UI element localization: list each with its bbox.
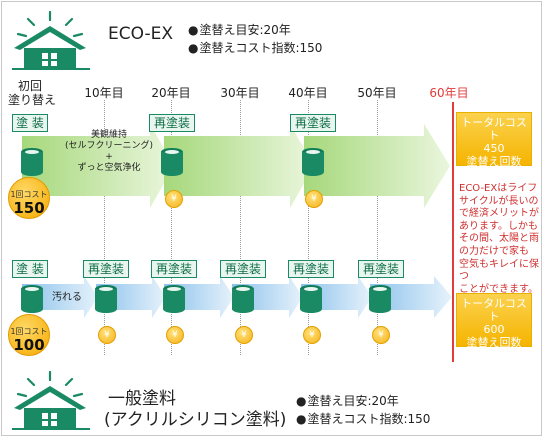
year-30: 30年目 — [220, 86, 260, 100]
top-bullet-2: 塗替えコスト指数:150 — [188, 39, 322, 56]
top-bullet-1: 塗替え目安:20年 — [188, 21, 290, 38]
general-tag-50: 再塗装 — [358, 260, 404, 278]
dirty-label: 汚れる — [52, 292, 82, 303]
grid-line — [240, 100, 241, 355]
yen-coin-icon: ¥ — [303, 326, 321, 344]
paint-can-icon — [95, 285, 117, 313]
general-tag-40: 再塗装 — [288, 260, 334, 278]
yen-coin-icon: ¥ — [372, 326, 390, 344]
eco-tag-20: 再塗装 — [149, 114, 195, 132]
grid-line — [104, 100, 105, 355]
first-paint-label: 初回塗り替え — [8, 79, 57, 107]
eco-tag-40: 再塗装 — [290, 114, 336, 132]
paint-can-icon — [369, 285, 391, 313]
top-product-name: ECO-EX — [108, 24, 173, 44]
sixty-year-line — [452, 102, 454, 362]
bottom-product-name: 一般塗料 — [108, 389, 176, 409]
eco-first-tag: 塗 装 — [12, 114, 48, 132]
grid-line — [308, 100, 309, 355]
year-10: 10年目 — [84, 86, 124, 100]
eco-note: ECO-EXはライフサイクルが長いの で経済メリットがあります。しかも その間、… — [459, 183, 539, 295]
paint-can-icon — [21, 285, 43, 313]
paint-can-icon — [232, 285, 254, 313]
paint-can-icon — [300, 285, 322, 313]
eco-cost-coin: 1回コスト 150 — [8, 177, 50, 219]
general-tag-30: 再塗装 — [220, 260, 266, 278]
general-cost-coin: 1回コスト 100 — [8, 314, 50, 356]
general-tag-10: 再塗装 — [83, 260, 129, 278]
yen-coin-icon: ¥ — [305, 190, 323, 208]
bottom-product-subname: (アクリルシリコン塗料) — [104, 410, 287, 430]
general-tag-20: 再塗装 — [151, 260, 197, 278]
paint-can-icon — [163, 285, 185, 313]
bottom-bullet-2: 塗替えコスト指数:150 — [296, 410, 430, 427]
yen-coin-icon: ¥ — [166, 326, 184, 344]
general-first-tag: 塗 装 — [12, 260, 48, 278]
eco-arrow — [22, 124, 450, 208]
year-50: 50年目 — [357, 86, 397, 100]
house-icon — [12, 10, 90, 70]
eco-total-box: トータルコスト 450 塗替え回数 3回 — [456, 112, 532, 181]
year-40: 40年目 — [288, 86, 328, 100]
yen-coin-icon: ¥ — [165, 190, 183, 208]
year-60: 60年目 — [429, 86, 469, 100]
year-20: 20年目 — [151, 86, 191, 100]
grid-line — [171, 100, 172, 355]
grid-line — [377, 100, 378, 355]
bottom-bullet-1: 塗替え目安:20年 — [296, 392, 398, 409]
paint-can-icon — [21, 148, 43, 176]
paint-can-icon — [302, 148, 324, 176]
paint-can-icon — [161, 148, 183, 176]
general-total-box: トータルコスト 600 塗替え回数 6回 — [456, 293, 532, 362]
eco-feature-text: 美観維持 (セルフクリーニング) + ずっと空気浄化 — [64, 130, 154, 173]
yen-coin-icon: ¥ — [235, 326, 253, 344]
house-icon — [12, 370, 90, 430]
yen-coin-icon: ¥ — [98, 326, 116, 344]
